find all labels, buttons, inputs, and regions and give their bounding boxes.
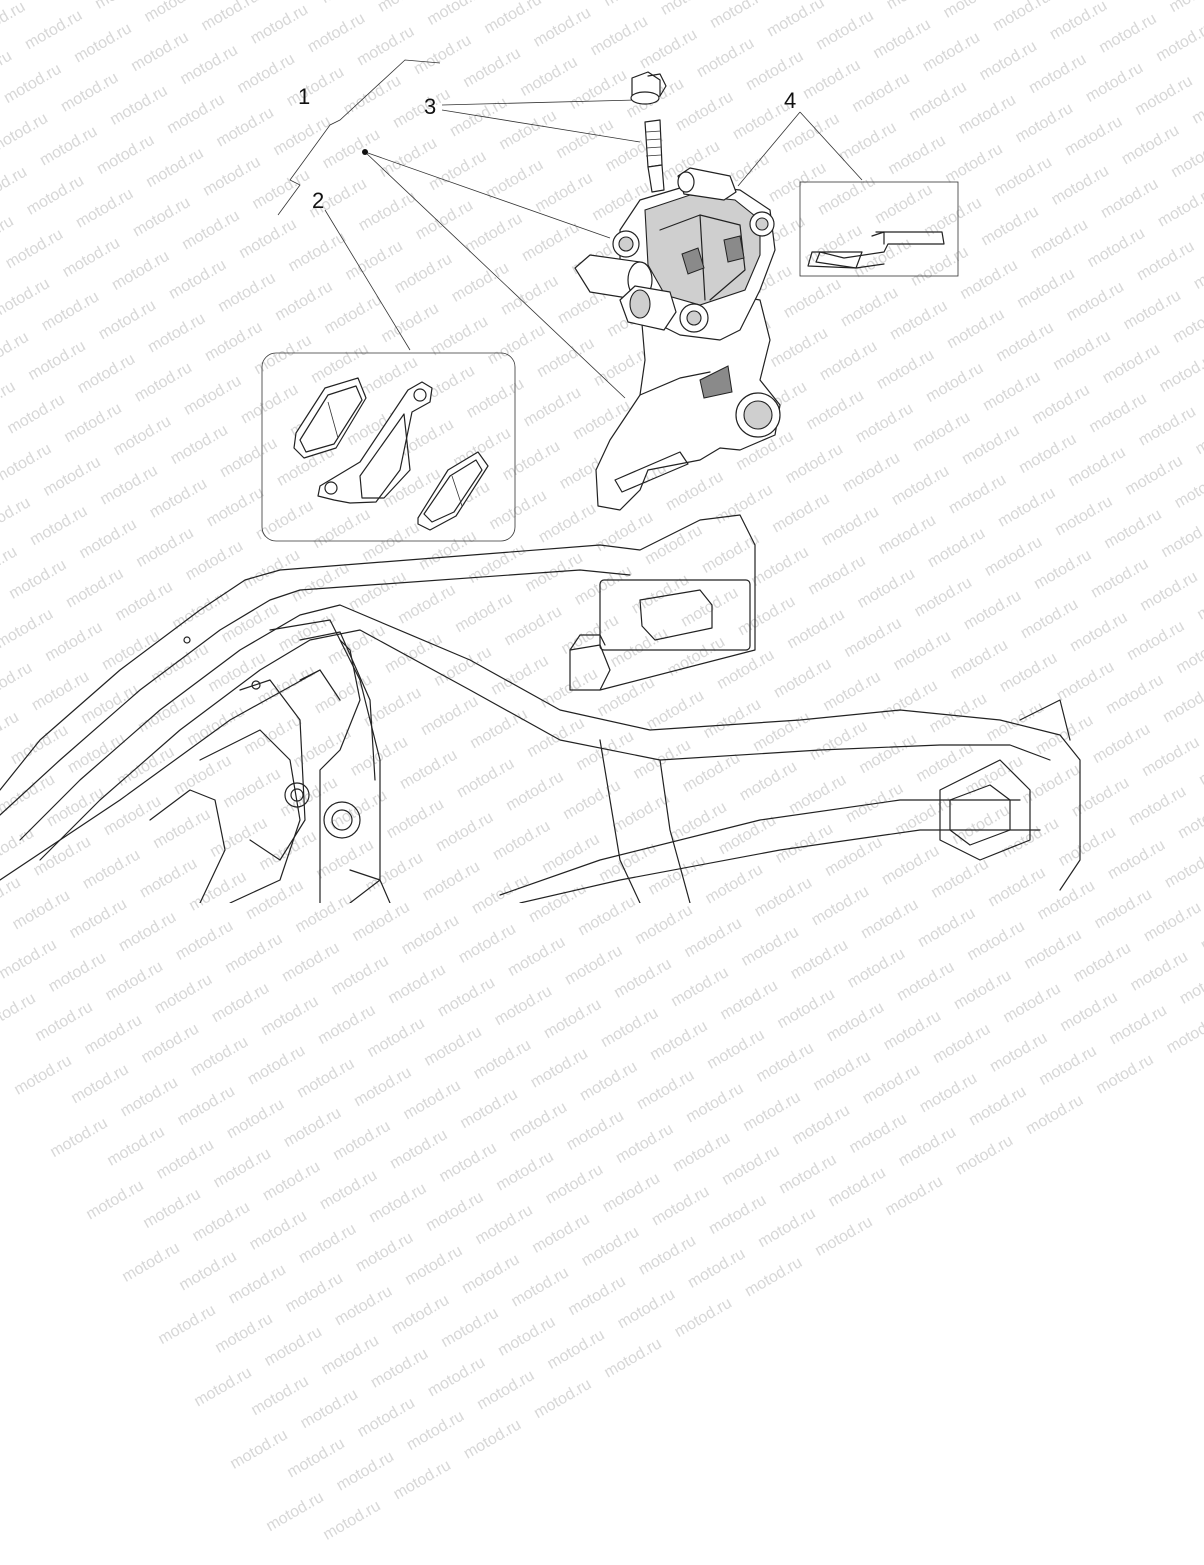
callout-4-leaders <box>737 111 863 187</box>
callout-2-leader <box>324 209 411 351</box>
brake-pads-detail <box>261 352 516 542</box>
callout-1-bracket <box>277 59 626 399</box>
callout-3-leaders <box>441 99 641 143</box>
brake-caliper-assembly <box>574 71 781 511</box>
exploded-parts-drawing <box>0 59 1081 903</box>
pad-pin-detail <box>799 181 959 277</box>
frame-swingarm <box>0 514 1081 903</box>
callout-label-4: 4 <box>784 88 797 113</box>
callout-label-1: 1 <box>298 84 311 109</box>
callout-label-2: 2 <box>312 188 325 213</box>
callout-label-3: 3 <box>424 94 437 119</box>
